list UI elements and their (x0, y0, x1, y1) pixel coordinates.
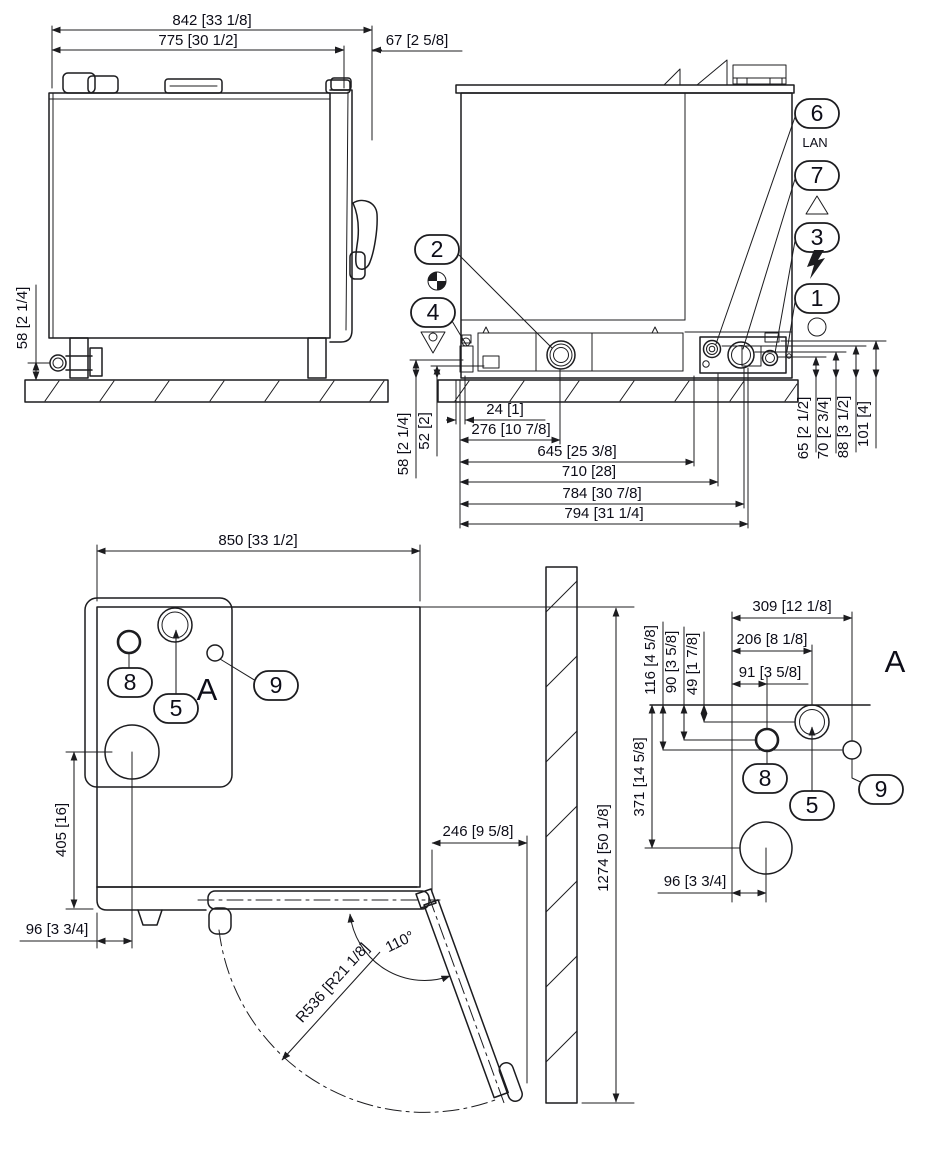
dim-49: 49 [1 7/8] (684, 633, 701, 696)
detail-port-8-icon (754, 727, 780, 753)
detail-a-view: 309 [12 1/8] 206 [8 1/8] 91 [3 5/8] 116 … (631, 598, 906, 903)
plan-wall (545, 566, 578, 1104)
vent-triangle-icon (805, 195, 829, 215)
side-view-floor (24, 379, 389, 403)
lan-label: LAN (802, 135, 827, 150)
callout-5-number: 5 (170, 695, 183, 721)
door-open (423, 896, 523, 1105)
callout-5-plan: 5 (153, 693, 199, 724)
dim-91: 91 [3 5/8] (739, 664, 802, 681)
dim-405: 405 [16] (53, 803, 70, 857)
callout-5-number: 5 (806, 792, 819, 818)
cable-gland-icon (761, 349, 779, 367)
callout-2-number: 2 (431, 236, 444, 262)
dim-door-projection: 67 [2 5/8] (386, 32, 449, 49)
dim-c794: 794 [31 1/4] (564, 505, 643, 522)
callout-8-plan: 8 (107, 667, 153, 698)
rear-view-floor (437, 379, 799, 403)
rear-drain-port (546, 340, 576, 370)
dim-door-angle: 110° (383, 928, 417, 956)
callout-5-detail: 5 (789, 790, 835, 821)
dim-1274: 1274 [50 1/8] (595, 804, 612, 892)
callout-6: 6 LAN (715, 98, 840, 345)
callout-3-number: 3 (811, 224, 824, 250)
dim-h70: 70 [2 3/4] (815, 397, 832, 460)
supply-port-icon (727, 341, 755, 369)
dim-h88: 88 [3 1/2] (835, 396, 852, 459)
top-vent-icon (164, 78, 223, 94)
callout-7-number: 7 (811, 162, 824, 188)
callout-1: 1 (786, 283, 840, 352)
door-handle-icon (352, 199, 378, 270)
door-swing-arc (218, 929, 496, 1113)
plan-port-5-icon (157, 607, 193, 643)
dim-90: 90 [3 5/8] (663, 631, 680, 694)
detail-a-callouts: 8 5 9 A (742, 644, 906, 821)
side-view: 842 [33 1/8] 775 [30 1/2] 67 [2 5/8] 58 … (14, 12, 463, 403)
rear-view-body (455, 59, 795, 379)
callout-3: 3 (774, 222, 840, 354)
top-fitting-icon (62, 72, 96, 94)
funnel-drain-icon (420, 331, 446, 354)
callout-2: 2 (414, 234, 553, 349)
dim-h52: 52 [2] (416, 412, 433, 450)
detail-a-label: A (885, 644, 906, 679)
callout-9-number: 9 (875, 776, 888, 802)
callout-4: 4 (410, 297, 468, 354)
center-of-gravity-icon (427, 271, 447, 291)
callout-1-number: 1 (811, 285, 824, 311)
side-drain-fitting (49, 347, 103, 377)
circle-port-icon (807, 317, 827, 337)
dim-c710: 710 [28] (562, 463, 616, 480)
door-hinge-left (208, 907, 232, 935)
callout-8-number: 8 (124, 669, 137, 695)
dim-c645: 645 [25 3/8] (537, 443, 616, 460)
callout-7: 7 (742, 160, 840, 350)
detail-marker-label: A (197, 672, 218, 707)
plan-view-body (84, 597, 635, 1113)
door-hinge-pivot (415, 888, 437, 909)
side-door (329, 77, 378, 343)
dim-206: 206 [8 1/8] (737, 631, 808, 648)
dim-371: 371 [14 5/8] (631, 737, 648, 816)
dim-c784: 784 [30 7/8] (562, 485, 641, 502)
dim-overall-width: 842 [33 1/8] (172, 12, 251, 29)
dim-96-detail: 96 [3 3/4] (664, 873, 727, 890)
side-view-dimensions: 842 [33 1/8] 775 [30 1/2] 67 [2 5/8] 58 … (14, 12, 463, 381)
connection-panel (699, 332, 792, 374)
rear-view-dimensions: 58 [2 1/4] 52 [2] 24 [1] 276 [10 7/8] 64… (395, 340, 887, 529)
dim-h58: 58 [2 1/4] (395, 413, 412, 476)
callout-9-plan: 9 (253, 670, 299, 701)
dim-96-plan: 96 [3 3/4] (26, 921, 89, 938)
lan-port-icon (702, 339, 722, 359)
dim-drain-height: 58 [2 1/4] (14, 287, 31, 350)
callout-8-number: 8 (759, 765, 772, 791)
dim-door-radius: R536 [R21 1/8] (293, 940, 373, 1026)
lightning-icon (807, 250, 825, 279)
plan-port-9-icon (206, 644, 224, 662)
dim-body-width: 775 [30 1/2] (158, 32, 237, 49)
plan-port-8-icon (116, 629, 142, 655)
side-view-body (48, 72, 378, 379)
dim-h101: 101 [4] (855, 401, 872, 447)
plan-view: 8 5 9 A 850 [33 1/2] 405 [16] (19, 532, 635, 1113)
rear-view: 2 4 6 LAN 7 (395, 59, 887, 529)
dim-116: 116 [4 5/8] (642, 625, 659, 695)
dim-309: 309 [12 1/8] (752, 598, 831, 615)
detail-port-9-icon (842, 740, 862, 760)
callout-4-number: 4 (427, 299, 440, 325)
door-open-handle-icon (498, 1062, 523, 1102)
dim-plan-width: 850 [33 1/2] (218, 532, 297, 549)
callout-9-detail: 9 (858, 774, 904, 805)
detail-a-dimensions: 309 [12 1/8] 206 [8 1/8] 91 [3 5/8] 116 … (631, 598, 853, 903)
dim-c276: 276 [10 7/8] (471, 421, 550, 438)
plan-callouts: 8 5 9 A (107, 629, 299, 724)
plan-view-dimensions: 850 [33 1/2] 405 [16] 96 [3 3/4] 246 [9 … (19, 532, 635, 1104)
callout-6-number: 6 (811, 100, 824, 126)
dim-h65: 65 [2 1/2] (795, 397, 812, 460)
callout-8-detail: 8 (742, 763, 788, 794)
dim-246: 246 [9 5/8] (443, 823, 514, 840)
callout-9-number: 9 (270, 672, 283, 698)
dim-c24: 24 [1] (486, 401, 524, 418)
